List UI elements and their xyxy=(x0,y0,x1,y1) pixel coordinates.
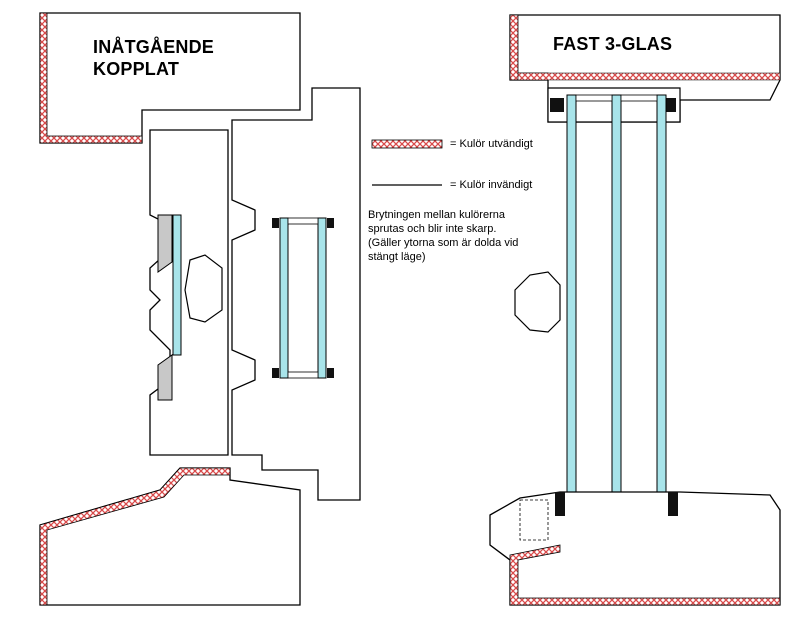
right-section-title: FAST 3-GLAS xyxy=(553,34,673,54)
left-seal-bottom-1 xyxy=(272,368,279,378)
left-glass-spacer-bottom xyxy=(287,371,319,379)
left-bead-top xyxy=(157,214,173,273)
left-inner-sash xyxy=(231,87,361,501)
left-coupling-knob xyxy=(184,254,223,323)
left-section-title-line1: INÅTGÅENDE xyxy=(93,37,215,57)
note-line-4: stängt läge) xyxy=(368,251,426,263)
note-line-1: Brytningen mellan kulörerna xyxy=(368,209,505,221)
right-seal-bottom xyxy=(555,492,565,516)
right-spacer-top-2 xyxy=(620,94,658,102)
left-bottom-paint-strip xyxy=(39,467,231,606)
right-bottom-sill xyxy=(489,491,781,606)
left-bead-bottom xyxy=(157,354,173,401)
left-seal-bottom-2 xyxy=(327,368,334,378)
right-seal-top-2 xyxy=(666,98,676,112)
note-line-2: sprutas och blir inte skarp. xyxy=(368,223,497,235)
left-single-glass xyxy=(172,214,182,356)
right-seal-top xyxy=(550,98,564,112)
right-side-profile xyxy=(514,271,561,333)
right-section-fixed-triple xyxy=(489,14,781,606)
right-seal-bottom-2 xyxy=(668,492,678,516)
left-glass-spacer-top xyxy=(287,217,319,225)
legend xyxy=(371,139,443,186)
right-glass-pane-1 xyxy=(566,94,577,516)
right-bottom-paint-strip xyxy=(509,544,781,606)
right-glass-pane-3 xyxy=(656,94,667,516)
left-glass-pane-1 xyxy=(279,217,289,379)
legend-interior-label: = Kulör invändigt xyxy=(450,179,533,191)
right-spacer-top-1 xyxy=(575,94,613,102)
legend-exterior-label: = Kulör utvändigt xyxy=(450,138,533,150)
right-glass-pane-2 xyxy=(611,94,622,516)
right-top-hatch-bar xyxy=(517,72,781,81)
left-section-inward-coupled xyxy=(39,12,361,606)
left-top-paint-strip xyxy=(39,12,143,144)
left-seal-top-1 xyxy=(272,218,279,228)
color-transition-note: Brytningen mellan kulörerna sprutas och … xyxy=(368,208,558,264)
left-glass-pane-2 xyxy=(317,217,327,379)
left-seal-top-2 xyxy=(327,218,334,228)
left-section-title-line2: KOPPLAT xyxy=(93,59,180,79)
legend-exterior-swatch xyxy=(371,139,443,149)
note-line-3: (Gäller ytorna som är dolda vid xyxy=(368,237,519,249)
right-drip-profile xyxy=(519,499,549,541)
